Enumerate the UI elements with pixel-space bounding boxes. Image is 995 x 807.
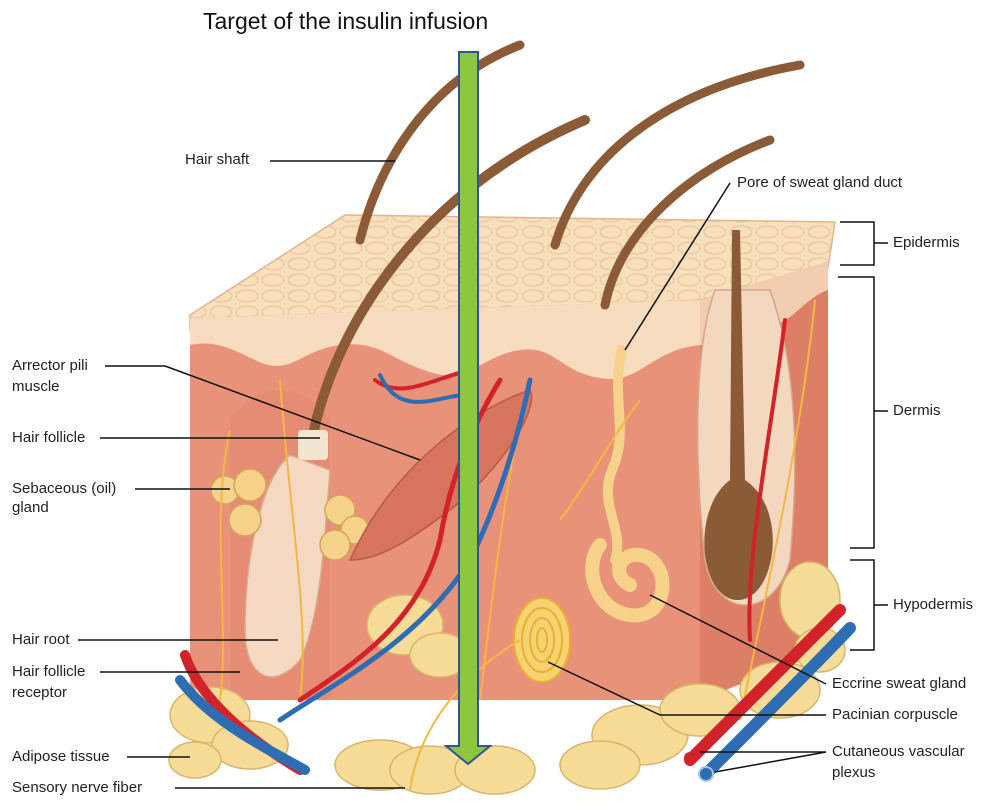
label-hypodermis: Hypodermis	[893, 595, 973, 615]
label-sebaceous-line2: gland	[12, 498, 49, 518]
pacinian-corpuscle	[514, 598, 570, 682]
label-hair-follicle: Hair follicle	[12, 428, 85, 448]
label-sebaceous-line1: Sebaceous (oil)	[12, 479, 116, 499]
label-vascular-plexus-line1: Cutaneous vascular	[832, 742, 965, 762]
label-adipose-tissue: Adipose tissue	[12, 747, 110, 767]
label-dermis: Dermis	[893, 401, 941, 421]
label-arrector-pili-line2: muscle	[12, 377, 60, 397]
label-vascular-plexus-line2: plexus	[832, 763, 875, 783]
label-hair-shaft: Hair shaft	[185, 150, 249, 170]
label-follicle-receptor-line2: receptor	[12, 683, 67, 703]
label-follicle-receptor-line1: Hair follicle	[12, 662, 85, 682]
label-eccrine-sweat-gland: Eccrine sweat gland	[832, 674, 966, 694]
label-epidermis: Epidermis	[893, 233, 960, 253]
label-hair-root: Hair root	[12, 630, 70, 650]
label-pore-sweat-duct: Pore of sweat gland duct	[737, 173, 902, 193]
layer-brackets	[838, 222, 888, 650]
hair-follicle-sheath	[298, 430, 328, 460]
diagram-title: Target of the insulin infusion	[203, 8, 488, 35]
label-pacinian-corpuscle: Pacinian corpuscle	[832, 705, 958, 725]
label-arrector-pili-line1: Arrector pili	[12, 356, 88, 376]
label-sensory-nerve-fiber: Sensory nerve fiber	[12, 778, 142, 798]
